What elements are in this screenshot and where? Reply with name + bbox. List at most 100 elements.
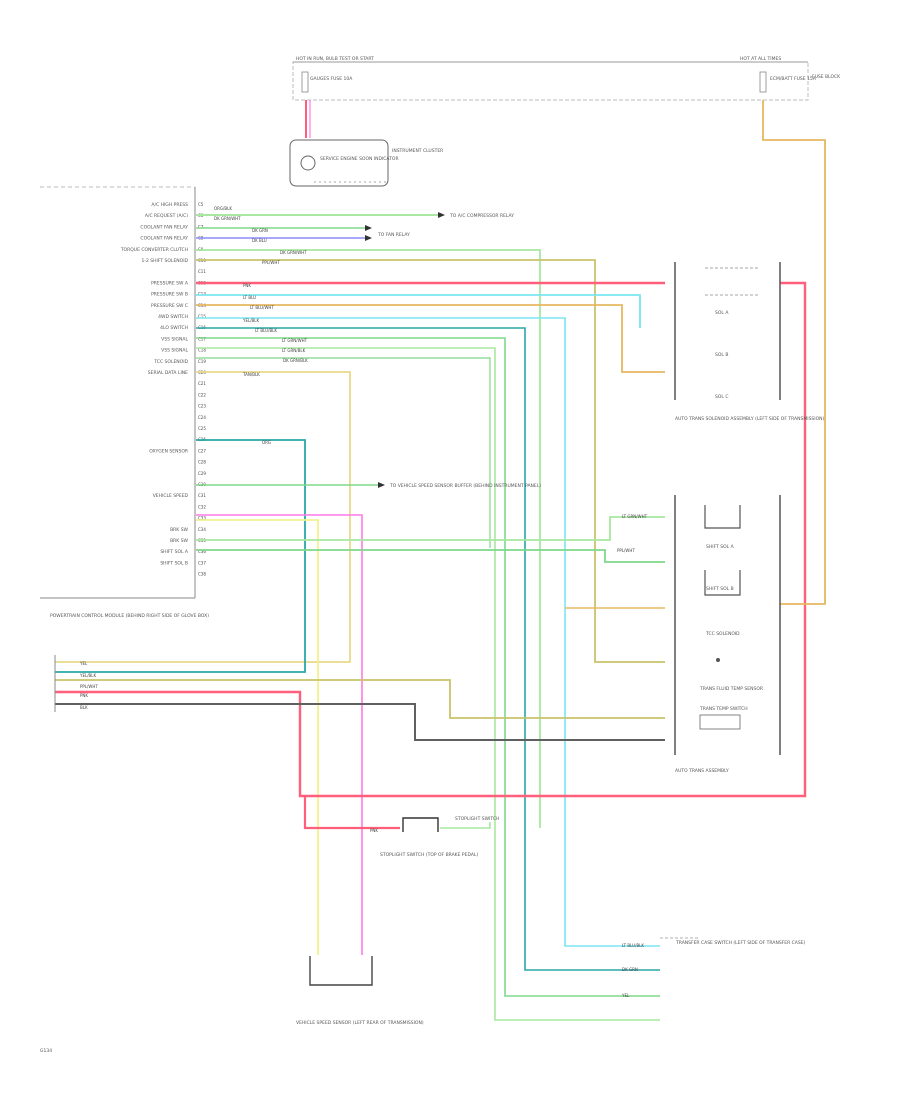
wire-color-label: PPL/WHT — [617, 548, 635, 553]
auto-trans-assembly: SHIFT SOL A SHIFT SOL B TCC SOLENOID TRA… — [674, 495, 781, 774]
wire-vss-2 — [196, 347, 660, 1021]
pcm-pin-label: VSS SIGNAL — [161, 348, 188, 354]
shift-sol-b-symbol — [704, 570, 741, 596]
fuse-right-symbol — [759, 71, 767, 93]
wire-4lo — [196, 327, 660, 971]
pcm-pin-label: OXYGEN SENSOR — [149, 448, 188, 454]
pcm-pin-code: C25 — [198, 426, 206, 431]
wire-shift-12 — [196, 259, 665, 663]
vss-buffer-callout: TO VEHICLE SPEED SENSOR BUFFER (BEHIND I… — [389, 483, 541, 489]
trans-connector-label: AUTO TRANS SOLENOID ASSEMBLY (LEFT SIDE … — [675, 416, 825, 422]
pcm-pin-code: C38 — [198, 572, 206, 577]
wire-color-label: YEL — [79, 661, 88, 666]
check-trans-label: SERVICE ENGINE SOON INDICATOR — [320, 156, 399, 162]
wire-brake-feed — [303, 796, 400, 830]
transfer-case-switch: TRANSFER CASE SWITCH (LEFT SIDE OF TRANS… — [660, 937, 806, 946]
fan-relay-callout: TO FAN RELAY — [377, 232, 410, 238]
wire-oxygen — [55, 439, 306, 673]
wire-color-label: PNK — [370, 828, 378, 833]
brake-switch-detail: STOPLIGHT SWITCH (TOP OF BRAKE PEDAL) — [380, 852, 478, 858]
trans-solenoid-assembly: SOL A SOL B SOL C AUTO TRANS SOLENOID AS… — [674, 262, 825, 422]
transfer-case-label: TRANSFER CASE SWITCH (LEFT SIDE OF TRANS… — [675, 940, 806, 946]
instrument-cluster: SERVICE ENGINE SOON INDICATOR INSTRUMENT… — [289, 139, 443, 187]
wire-serial-data — [55, 371, 351, 663]
wire-color-label: TAN/BLK — [242, 372, 260, 377]
pcm-pin-code: C17 — [198, 336, 206, 341]
wire-color-label: DK GRN/BLK — [283, 358, 308, 363]
pcm-pin-label: 1-2 SHIFT SOLENOID — [142, 258, 189, 264]
wire-brk-sw-1 — [196, 519, 319, 955]
wire-color-label: PPL/WHT — [262, 260, 280, 265]
fuse-left-symbol — [301, 71, 309, 93]
pcm-pin-label: 4WD SWITCH — [158, 314, 188, 320]
wire-color-label: LT BLU/BLK — [255, 328, 277, 333]
wire-shift-sol-a — [196, 516, 665, 541]
pcm-pin-code: C22 — [198, 392, 206, 397]
pcm-box: POWERTRAIN CONTROL MODULE (BEHIND RIGHT … — [40, 186, 209, 619]
wire-color-label: LT BLU — [243, 295, 256, 300]
pcm-pin-label: TORQUE CONVERTER CLUTCH — [120, 247, 188, 253]
wire-color-label: LT GRN/BLK — [282, 348, 306, 353]
pcm-pin-label: TCC SOLENOID — [153, 359, 188, 365]
pcm-pin-code: C29 — [198, 471, 206, 476]
speed-sensor-label: VEHICLE SPEED SENSOR (LEFT REAR OF TRANS… — [296, 1020, 424, 1026]
pcm-pin-label: COOLANT FAN RELAY — [140, 224, 188, 230]
solenoid-b-label: SOL B — [715, 352, 728, 358]
wire-4wd — [196, 317, 660, 947]
pcm-pin-label: PRESSURE SW A — [151, 280, 189, 286]
pcm-pin-code: C15 — [198, 314, 206, 319]
wire-color-label: LT GRN/WHT — [622, 514, 648, 519]
wire-color-label: DK BLU — [252, 238, 267, 243]
fuse-left-label: GAUGES FUSE 10A — [310, 76, 353, 82]
pcm-pin-code: C24 — [198, 415, 206, 420]
pcm-pin-label: BRK SW — [170, 527, 188, 533]
wire-color-label: PNK — [243, 283, 251, 288]
wire-color-label: LT GRN/WHT — [282, 338, 308, 343]
wire-color-label: YEL/BLK — [242, 318, 260, 323]
pcm-pin-code: C7 — [198, 224, 204, 229]
pcm-caption: POWERTRAIN CONTROL MODULE (BEHIND RIGHT … — [50, 613, 209, 619]
wire-tcc-sol — [196, 357, 491, 548]
wire-tcc — [196, 249, 541, 828]
shift-sol-a-symbol — [704, 505, 741, 529]
wire-color-label: ORG/BLK — [214, 206, 232, 211]
wire-ignition-feed — [55, 281, 807, 798]
auto-trans-caption: AUTO TRANS ASSEMBLY — [675, 768, 729, 774]
pcm-pin-label: PRESSURE SW B — [151, 292, 188, 298]
fuse-block-header-left: HOT IN RUN, BULB TEST OR START — [296, 56, 374, 62]
ac-relay-callout: TO A/C COMPRESSOR RELAY — [449, 213, 514, 219]
wire-color-label: ORG — [262, 440, 271, 445]
footer-code: G134 — [40, 1048, 52, 1054]
wire-color-label: DK GRN/WHT — [214, 216, 241, 221]
wire-brake-out — [440, 822, 491, 829]
pcm-pin-code: C33 — [198, 516, 206, 521]
pcm-pin-code: C23 — [198, 404, 206, 409]
pcm-pin-code: C37 — [198, 560, 206, 565]
wire-color-label: LT BLU/BLK — [622, 943, 644, 948]
pcm-pin-code: C19 — [198, 359, 206, 364]
wire-ecm-batt — [762, 100, 826, 605]
wire-ground — [55, 703, 665, 741]
wire-color-label: DK GRN/WHT — [280, 250, 307, 255]
callout-arrows — [365, 212, 445, 488]
wire-range-1 — [55, 679, 665, 719]
wire-color-label: LT BLU/WHT — [250, 305, 274, 310]
solenoid-c-label: SOL C — [715, 394, 728, 400]
fuse-block-header-right: HOT AT ALL TIMES — [740, 56, 781, 62]
wire-color-label: BLK — [80, 705, 88, 710]
pcm-pin-label: VSS SIGNAL — [161, 336, 188, 342]
pcm-pin-code: C28 — [198, 460, 206, 465]
range-part-4: TRANS TEMP SWITCH — [699, 706, 748, 712]
fuse-block: HOT IN RUN, BULB TEST OR START HOT AT AL… — [292, 56, 841, 101]
pcm-pin-label: PRESSURE SW C — [151, 303, 188, 309]
pcm-pin-label: SERIAL DATA LINE — [148, 370, 188, 376]
pcm-pin-label: SHIFT SOL A — [160, 549, 189, 555]
pcm-pin-label: SHIFT SOL B — [160, 560, 188, 566]
wire-color-label: PNK — [80, 693, 88, 698]
pcm-pin-code: C36 — [198, 549, 206, 554]
pcm-pin-label: VEHICLE SPEED — [153, 493, 189, 499]
pcm-pin-code: C27 — [198, 448, 206, 453]
brake-switch-label: STOPLIGHT SWITCH — [455, 816, 499, 822]
